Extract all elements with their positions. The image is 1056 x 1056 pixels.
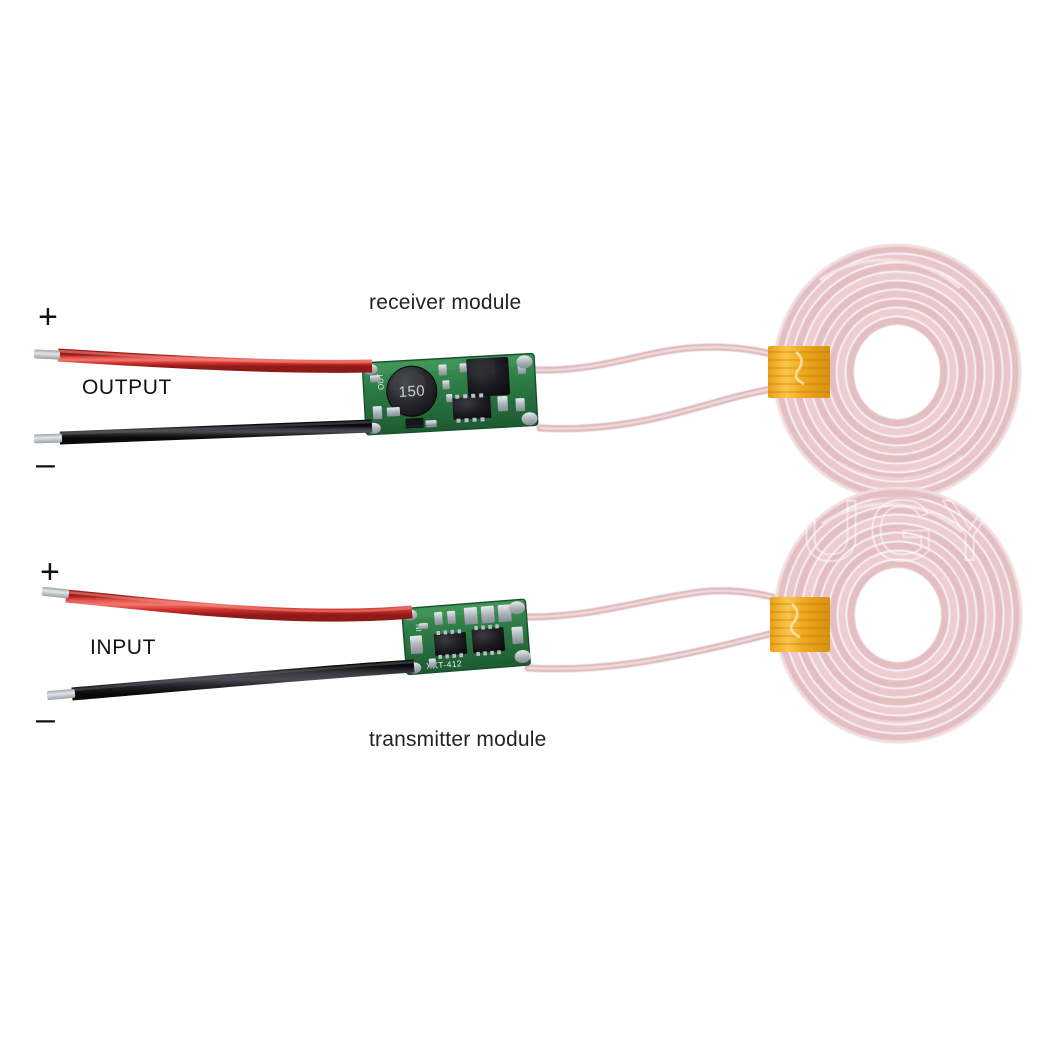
receiver-inductor-marking: 150 (398, 383, 425, 401)
output-positive-wire (57, 348, 373, 373)
input-negative-wire (71, 659, 415, 701)
output-positive-tip (33, 349, 61, 360)
input-negative-tip (46, 688, 76, 701)
receiver-pcb: OUT 150 (361, 352, 539, 436)
input-minus-sign: – (36, 700, 55, 738)
input-label: INPUT (90, 636, 156, 659)
receiver-soic (452, 393, 492, 423)
input-positive-wire (65, 589, 413, 622)
input-plus-sign: + (40, 553, 60, 591)
receiver-coil-leads (530, 343, 796, 433)
watermark-text: UGY (800, 483, 1004, 579)
transmitter-module-label: transmitter module (369, 728, 547, 751)
transmitter-silkscreen-in: IN (414, 624, 424, 632)
receiver-silkscreen-out: OUT (376, 373, 386, 390)
transmitter-assembly: UGY (41, 482, 1023, 744)
input-positive-tip (41, 586, 70, 599)
input-wires (41, 586, 415, 701)
transmitter-coil-tape (770, 597, 830, 652)
output-negative-tip (33, 433, 63, 444)
output-minus-sign: – (36, 445, 55, 483)
receiver-inductor: 150 (386, 365, 438, 417)
transmitter-ic-2 (471, 624, 506, 657)
receiver-power-ic (466, 356, 511, 397)
receiver-coil-tape (768, 346, 830, 398)
output-negative-wire (59, 419, 373, 445)
watermark: UGY (799, 482, 1004, 580)
output-wires (33, 348, 373, 445)
output-plus-sign: + (38, 298, 58, 336)
transmitter-smd-components (409, 604, 524, 668)
output-label: OUTPUT (82, 376, 172, 399)
transmitter-ic-1 (433, 629, 468, 660)
receiver-module-label: receiver module (369, 291, 522, 314)
